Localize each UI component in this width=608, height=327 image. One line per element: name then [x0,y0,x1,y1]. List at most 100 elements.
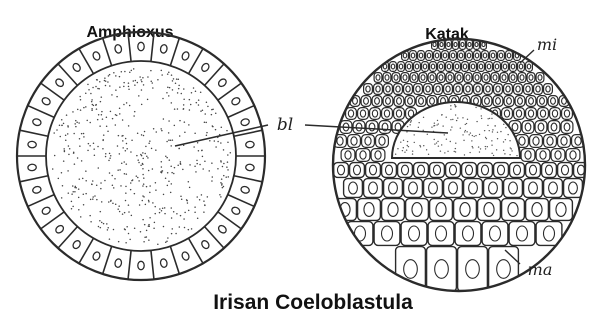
stipple-dot [80,109,82,111]
stipple-dot [436,142,437,143]
stipple-dot [178,148,180,150]
micromere-cell [518,73,526,83]
stipple-dot [478,146,479,147]
stipple-dot [109,74,111,76]
stipple-dot [179,135,181,137]
macromere-cell [430,199,453,221]
stipple-dot [94,195,96,197]
stipple-dot [113,72,115,74]
stipple-dot [117,145,119,147]
stipple-dot [146,155,148,157]
stipple-dot [171,233,173,235]
stipple-dot [109,172,111,174]
stipple-dot [172,228,174,230]
caption: Irisan Coeloblastula [213,291,413,314]
stipple-dot [196,160,198,162]
stipple-dot [491,140,492,141]
stipple-dot [452,119,453,120]
stipple-dot [462,117,463,118]
stipple-dot [220,160,222,162]
stipple-dot [497,138,498,139]
stipple-dot [117,208,119,210]
stipple-dot [66,114,68,116]
stipple-dot [167,172,169,174]
stipple-dot [173,78,175,80]
stipple-dot [442,125,443,126]
cell-nucleus [231,206,241,216]
stipple-dot [409,124,410,125]
stipple-dot [135,80,137,82]
stipple-dot [71,201,73,203]
stipple-dot [74,191,76,193]
stipple-dot [120,185,122,187]
stipple-dot [198,104,200,106]
stipple-dot [155,182,157,184]
micromere-cell [478,62,485,72]
micromere-cell [491,73,499,83]
stipple-dot [441,144,442,145]
stipple-dot [110,200,112,202]
micromere-cell [434,84,443,95]
stipple-dot [125,138,127,140]
stipple-dot [131,70,133,72]
stipple-dot [63,148,65,150]
stipple-dot [140,231,142,233]
stipple-dot [206,132,208,134]
stipple-dot [457,117,458,118]
stipple-dot [227,154,229,156]
micromere-cell [366,121,378,134]
stipple-dot [78,209,80,211]
micromere-cell [498,51,505,61]
stipple-dot [139,204,141,206]
stipple-dot [220,196,222,198]
stipple-dot [503,150,504,151]
stipple-dot [77,157,79,159]
stipple-dot [98,114,100,116]
micromere-cell [474,51,481,61]
stipple-dot [195,91,197,93]
stipple-dot [404,152,405,153]
stipple-dot [167,87,169,89]
stipple-dot [161,210,163,212]
stipple-dot [168,132,170,134]
stipple-dot [183,99,185,101]
stipple-dot [95,86,97,88]
stipple-dot [479,134,480,135]
stipple-dot [81,133,83,135]
stipple-dot [170,140,172,142]
stipple-dot [87,84,89,86]
stipple-dot [500,131,501,132]
micromere-cell [561,121,573,134]
cell-nucleus [245,164,254,171]
stipple-dot [101,201,103,203]
stipple-dot [131,215,133,217]
stipple-dot [450,129,451,130]
stipple-dot [412,150,413,151]
stipple-dot [109,157,111,159]
stipple-dot [191,92,193,94]
stipple-dot [171,102,173,104]
amphioxus-blastula [17,32,265,280]
stipple-dot [516,155,517,156]
stipple-dot [163,118,165,120]
stipple-dot [133,115,135,117]
micromere-cell [394,84,403,95]
stipple-dot [190,104,192,106]
stipple-dot [171,217,173,219]
stipple-dot [128,82,130,84]
macromere-cell [401,222,427,246]
stipple-dot [227,142,229,144]
stipple-dot [129,71,131,73]
cell-wall [228,106,254,118]
stipple-dot [107,227,109,229]
stipple-dot [412,153,413,154]
stipple-dot [152,168,154,170]
stipple-dot [204,121,206,123]
stipple-dot [148,170,150,172]
stipple-dot [402,150,403,151]
stipple-dot [191,228,193,230]
stipple-dot [509,154,510,155]
stipple-dot [73,133,75,135]
stipple-dot [91,109,93,111]
micromere-cell [500,73,508,83]
